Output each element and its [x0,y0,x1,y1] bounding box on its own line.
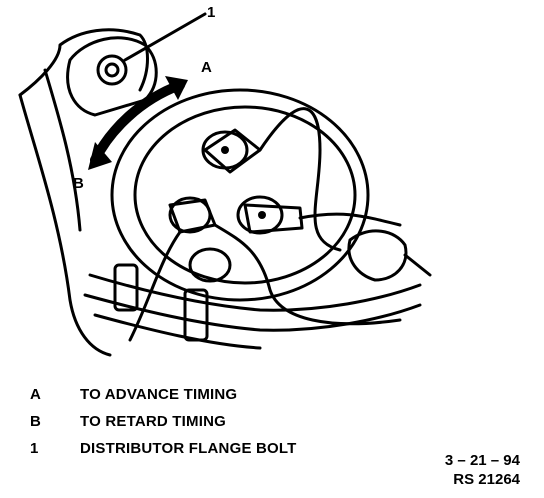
legend-key: 1 [30,440,39,457]
wire-bundle-3 [93,313,262,350]
tower-bottom [188,247,232,283]
tower-right [236,195,284,235]
flange-bolt-head [96,54,128,86]
distributor-illustration: 1 A B [18,4,432,357]
housing-curve-left [18,93,112,357]
legend-text: DISTRIBUTOR FLANGE BOLT [80,440,297,457]
arrow-head-a [165,76,188,100]
engine-housing-outline [18,28,149,97]
rotation-arrow-curve [90,80,185,165]
figure-reference: RS 21264 [453,471,520,488]
figure-date: 3 – 21 – 94 [444,452,520,469]
distributor-drawing [18,12,432,357]
connector-right [347,229,408,282]
flange-bolt-inner [104,62,120,78]
legend-row-1: 1 DISTRIBUTOR FLANGE BOLT [30,435,450,462]
callout-label-1: 1 [207,4,216,21]
distributor-cap-outer [110,88,370,302]
legend-key: B [30,413,42,430]
arrow-head-b [88,142,112,170]
callout-1-leader [123,12,207,62]
legend-key: A [30,386,42,403]
wire-clip-left [113,263,139,312]
callout-label-a: A [201,59,212,76]
tower-cap-right [258,211,266,219]
figure-stamp: 3 – 21 – 94 RS 21264 [410,451,520,489]
distributor-cap-inner [133,105,357,285]
wire-2 [298,212,402,227]
housing-curve-left-inner [43,68,82,232]
wire-bundle-1 [88,273,422,312]
tower-cap-top [221,146,229,154]
callout-label-b: B [73,175,84,192]
legend: A TO ADVANCE TIMING B TO RETARD TIMING 1… [30,381,450,462]
flange-outline [66,36,158,117]
connector-line [403,253,432,277]
wire-boot-right [243,203,304,234]
legend-text: TO ADVANCE TIMING [80,386,238,403]
wire-1 [258,107,342,252]
legend-text: TO RETARD TIMING [80,413,226,430]
wire-clip-center [183,288,209,342]
legend-row-b: B TO RETARD TIMING [30,408,450,435]
legend-row-a: A TO ADVANCE TIMING [30,381,450,408]
wire-boot-left [168,198,217,234]
